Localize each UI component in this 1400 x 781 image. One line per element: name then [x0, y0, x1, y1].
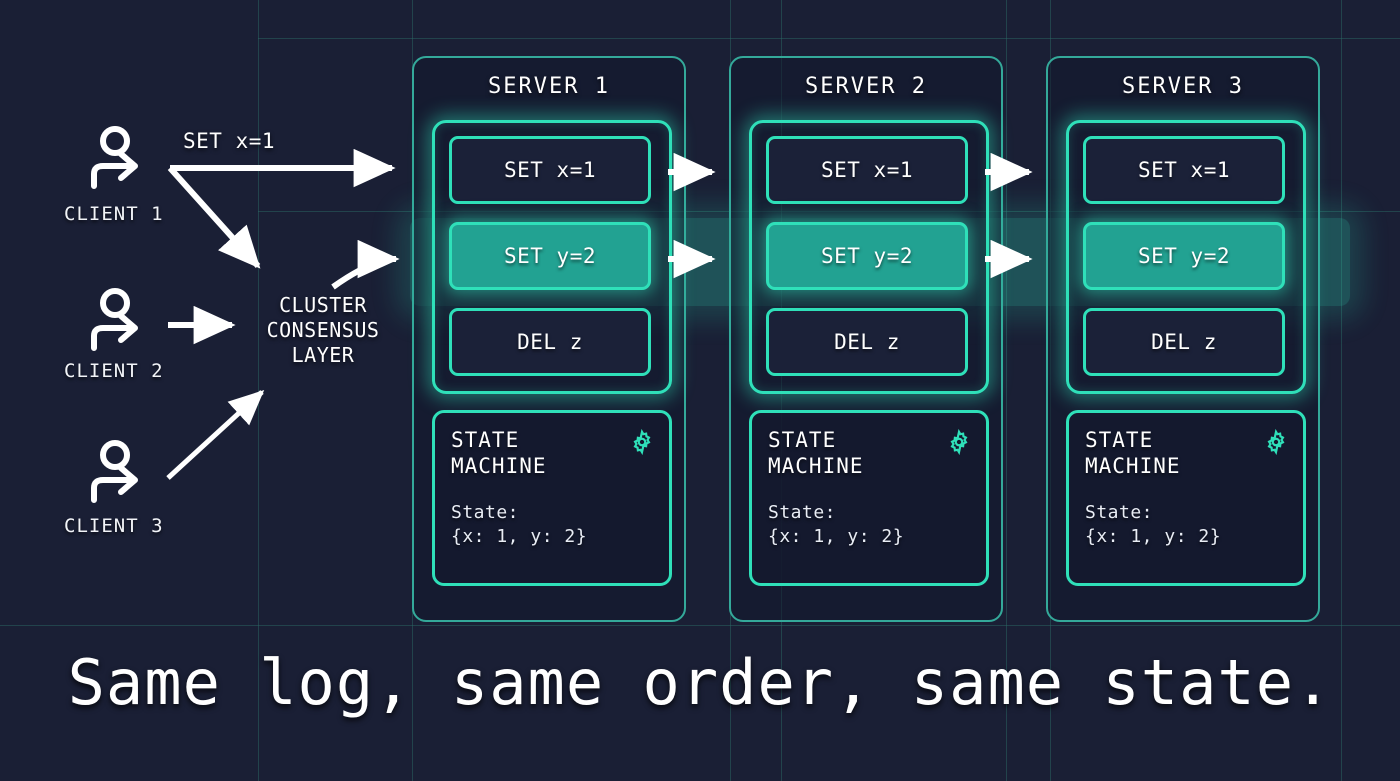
- log-entry[interactable]: DEL z: [1083, 308, 1285, 376]
- log-entry[interactable]: SET x=1: [449, 136, 651, 204]
- log-entry[interactable]: DEL z: [766, 308, 968, 376]
- replicated-log-1: SET x=1 SET y=2 DEL z: [432, 120, 672, 394]
- gear-icon: [629, 428, 655, 459]
- state-value: {x: 1, y: 2}: [1085, 526, 1222, 547]
- grid-line-horizontal: [0, 625, 1400, 626]
- client-icon-3[interactable]: [88, 440, 146, 506]
- state-machine-title: STATE MACHINE: [451, 427, 547, 479]
- state-machine-state: State: {x: 1, y: 2}: [1085, 501, 1221, 549]
- log-entry[interactable]: SET x=1: [766, 136, 968, 204]
- arrow-client3-to-consensus: [166, 389, 265, 480]
- client-icon-1[interactable]: [88, 126, 146, 192]
- state-machine-2[interactable]: STATE MACHINE State: {x: 1, y: 2}: [749, 410, 989, 586]
- client-icon-2[interactable]: [88, 288, 146, 354]
- server-panel-2[interactable]: SERVER 2 SET x=1 SET y=2 DEL z STATE MAC…: [729, 56, 1003, 622]
- consensus-line-3: LAYER: [291, 343, 355, 367]
- log-entry[interactable]: SET y=2: [449, 222, 651, 290]
- grid-line-horizontal: [258, 38, 1400, 39]
- client-label-2: CLIENT 2: [64, 360, 164, 382]
- state-value: {x: 1, y: 2}: [451, 526, 588, 547]
- server-title-1: SERVER 1: [488, 74, 610, 99]
- consensus-line-2: CONSENSUS: [266, 318, 380, 342]
- person-icon: [91, 126, 138, 189]
- log-entry[interactable]: SET y=2: [766, 222, 968, 290]
- request-edge-label: SET x=1: [183, 129, 276, 153]
- state-label: State:: [768, 502, 837, 523]
- log-entry[interactable]: SET y=2: [1083, 222, 1285, 290]
- state-machine-title-line2: MACHINE: [1085, 454, 1181, 478]
- grid-line-vertical: [1006, 0, 1007, 781]
- person-icon: [91, 288, 138, 351]
- state-machine-title-line1: STATE: [451, 428, 520, 452]
- state-machine-title-line1: STATE: [768, 428, 837, 452]
- gear-icon: [1263, 428, 1289, 459]
- state-machine-state: State: {x: 1, y: 2}: [768, 501, 904, 549]
- server-panel-1[interactable]: SERVER 1 SET x=1 SET y=2 DEL z STATE MAC…: [412, 56, 686, 622]
- log-entry[interactable]: SET x=1: [1083, 136, 1285, 204]
- replicated-log-2: SET x=1 SET y=2 DEL z: [749, 120, 989, 394]
- state-machine-title-line2: MACHINE: [768, 454, 864, 478]
- server-title-3: SERVER 3: [1122, 74, 1244, 99]
- state-machine-title: STATE MACHINE: [1085, 427, 1181, 479]
- caption-text: Same log, same order, same state.: [67, 646, 1333, 719]
- state-machine-3[interactable]: STATE MACHINE State: {x: 1, y: 2}: [1066, 410, 1306, 586]
- server-panel-3[interactable]: SERVER 3 SET x=1 SET y=2 DEL z STATE MAC…: [1046, 56, 1320, 622]
- state-machine-1[interactable]: STATE MACHINE State: {x: 1, y: 2}: [432, 410, 672, 586]
- server-title-2: SERVER 2: [805, 74, 927, 99]
- state-label: State:: [451, 502, 520, 523]
- arrow-consensus-to-server1-entry2: [331, 239, 400, 290]
- state-machine-state: State: {x: 1, y: 2}: [451, 501, 587, 549]
- client-label-3: CLIENT 3: [64, 515, 164, 537]
- client-label-1: CLIENT 1: [64, 203, 164, 225]
- log-entry[interactable]: DEL z: [449, 308, 651, 376]
- state-machine-title-line1: STATE: [1085, 428, 1154, 452]
- cluster-consensus-layer-label: CLUSTER CONSENSUS LAYER: [248, 293, 398, 368]
- state-label: State:: [1085, 502, 1154, 523]
- arrow-client1-to-consensus: [167, 165, 261, 269]
- person-icon: [91, 440, 138, 503]
- gear-icon: [946, 428, 972, 459]
- replicated-log-3: SET x=1 SET y=2 DEL z: [1066, 120, 1306, 394]
- state-machine-title: STATE MACHINE: [768, 427, 864, 479]
- consensus-line-1: CLUSTER: [279, 293, 367, 317]
- grid-line-vertical: [1341, 0, 1342, 781]
- state-machine-title-line2: MACHINE: [451, 454, 547, 478]
- state-value: {x: 1, y: 2}: [768, 526, 905, 547]
